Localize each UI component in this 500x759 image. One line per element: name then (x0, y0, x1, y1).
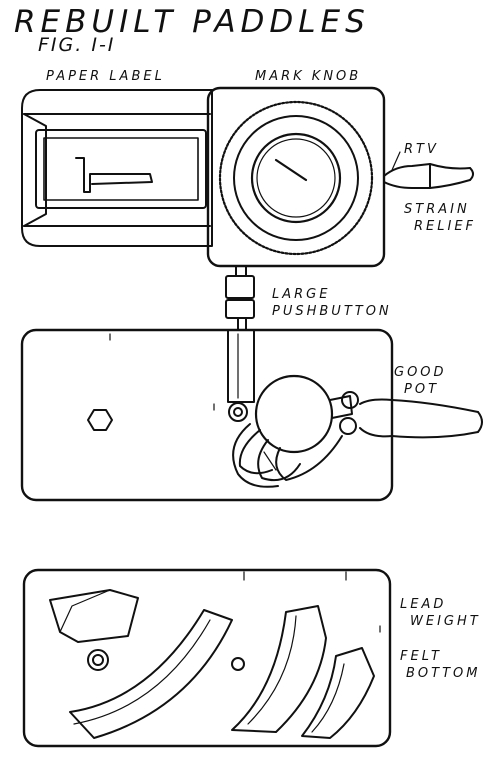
leader-rtv (392, 152, 400, 170)
paddle-top-body (22, 90, 212, 246)
potentiometer-wire (233, 424, 278, 487)
label-strain-relief-line2: RELIEF (414, 219, 477, 234)
mark-knob-housing (208, 88, 384, 266)
paper-label (36, 130, 206, 208)
label-good-pot-line1: GOOD (394, 365, 447, 380)
label-large-pushbutton-line1: LARGE (272, 287, 331, 302)
label-strain-relief-line1: STRAIN (404, 202, 470, 217)
cable-middle-grommet (360, 400, 392, 437)
mark-knob-face (257, 139, 335, 217)
label-paper-label: PAPER LABEL (46, 69, 165, 84)
paddle-inside-body (22, 330, 392, 500)
cable-middle (360, 400, 482, 438)
label-mark-knob: MARK KNOB (255, 69, 362, 84)
mounting-boss (88, 650, 108, 670)
felt-strip-long-edge (74, 620, 210, 724)
mark-knob-ring-outer (220, 102, 372, 254)
label-lead-weight-line1: LEAD (400, 597, 447, 612)
felt-pad-right-edge (312, 664, 344, 732)
paper-label-outer (36, 130, 206, 208)
mounting-boss (229, 403, 247, 421)
label-felt-bottom-line2: BOTTOM (406, 666, 481, 681)
mark-knob-ring-inner (252, 134, 340, 222)
pushbutton-nut (226, 300, 254, 318)
cable-middle-cut (478, 412, 482, 432)
cable-top-line (430, 180, 470, 188)
potentiometer-body (256, 376, 332, 452)
pushbutton-cap (226, 276, 254, 298)
figure-number: FIG. I-I (38, 34, 116, 56)
cable-middle-line (392, 400, 478, 412)
mounting-hex (88, 410, 112, 430)
mark-knob-housing-body (208, 88, 384, 266)
potentiometer-lug (330, 396, 352, 418)
label-felt-bottom-line1: FELT (400, 649, 442, 664)
paper-label-mark (76, 158, 152, 192)
potentiometer-terminal (340, 418, 356, 434)
paddle-inside-view (22, 330, 482, 500)
potentiometer-wire (276, 436, 342, 480)
potentiometer-wire (240, 430, 272, 473)
diagram-title: REBUILT PADDLES (14, 4, 370, 40)
cable-top (384, 164, 473, 188)
mounting-boss-hole (234, 408, 242, 416)
mounting-boss-small (232, 658, 244, 670)
felt-strip-long (70, 610, 232, 738)
paper-label-inner (44, 138, 198, 200)
label-large-pushbutton-line2: PUSHBUTTON (272, 304, 392, 319)
label-lead-weight-line2: WEIGHT (410, 614, 481, 629)
paddle-bottom-view (24, 570, 390, 746)
paddle-top-bevel (24, 114, 46, 226)
potentiometer-wire (258, 440, 300, 480)
felt-pad-middle (232, 606, 326, 732)
potentiometer-lead (264, 452, 276, 470)
felt-pad-right (302, 648, 374, 738)
mounting-boss-hole (93, 655, 103, 665)
lead-weight-edge (60, 590, 110, 632)
lead-weight (50, 590, 138, 642)
pushbutton-body (228, 330, 254, 402)
potentiometer-terminal (342, 392, 358, 408)
felt-pad-middle-edge (248, 616, 296, 724)
paddle-top-view (22, 88, 473, 266)
potentiometer (233, 376, 358, 487)
cable-top-line (430, 164, 470, 169)
label-good-pot-line2: POT (404, 382, 440, 397)
mark-knob-pointer (276, 160, 306, 180)
mark-knob-ring-middle (234, 116, 358, 240)
label-rtv: RTV (404, 142, 439, 157)
strain-relief (384, 164, 430, 188)
paddle-bottom-body (24, 570, 390, 746)
cable-middle-line (392, 432, 478, 437)
large-pushbutton (226, 266, 254, 402)
cable-top-cut (470, 168, 473, 180)
